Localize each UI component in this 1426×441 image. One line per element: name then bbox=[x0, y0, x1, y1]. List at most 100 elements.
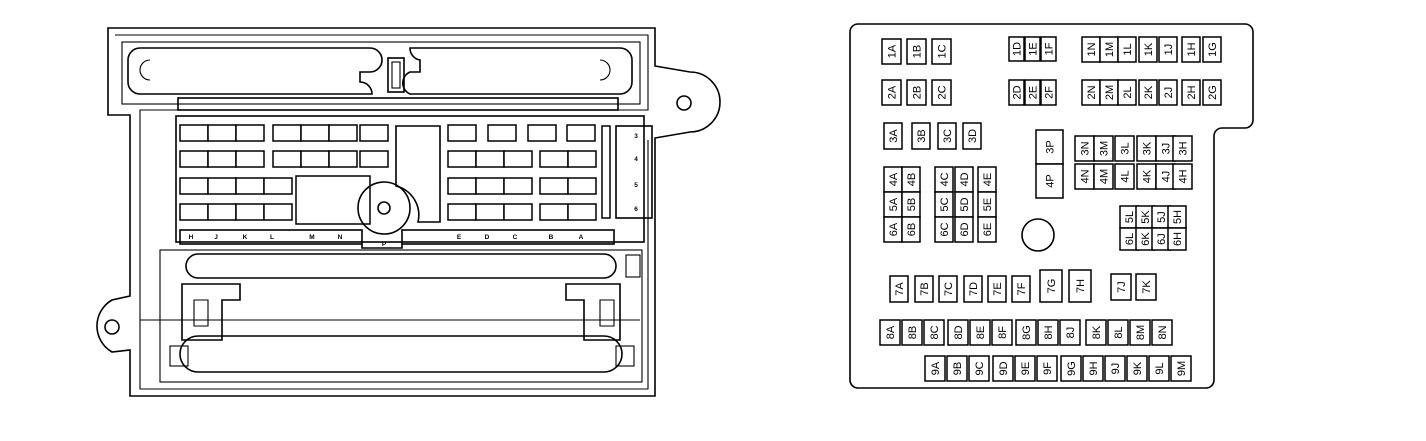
fuse-2d: 2D bbox=[1008, 79, 1025, 106]
fuse-label: 4L bbox=[1120, 170, 1132, 182]
fuse-4c: 4C bbox=[934, 166, 954, 193]
fuse-3d: 3D bbox=[962, 122, 982, 150]
fuse-6b: 6B bbox=[901, 216, 921, 243]
mount-hole-left bbox=[104, 319, 120, 335]
fuse-box bbox=[879, 319, 901, 346]
fuse-label: 7K bbox=[1141, 280, 1153, 294]
fuse-label: 7B bbox=[919, 282, 931, 295]
fuse-9c: 9C bbox=[968, 355, 990, 382]
fuse-2j: 2J bbox=[1158, 79, 1178, 106]
row-letter: L bbox=[270, 234, 274, 241]
fuse-box bbox=[906, 79, 927, 106]
fuse-box bbox=[1085, 319, 1107, 346]
fuse-label: 7E bbox=[992, 282, 1004, 295]
fuse-label: 5H bbox=[1172, 210, 1184, 224]
fuse-label: 7H bbox=[1075, 279, 1087, 293]
fuse-box bbox=[1117, 79, 1137, 106]
column-number: 5 bbox=[634, 182, 638, 189]
fuse-label: 3N bbox=[1080, 141, 1092, 155]
fuse-3m: 3M bbox=[1093, 135, 1114, 162]
fuse-label: 1H bbox=[1186, 42, 1198, 56]
fuse-label: 5L bbox=[1124, 211, 1136, 223]
fuse-label: 2C bbox=[937, 85, 949, 99]
fuse-label: 4C bbox=[939, 172, 951, 186]
panel-mount-hole bbox=[1021, 218, 1055, 252]
cavity-grid-right bbox=[447, 124, 653, 221]
fuse-label: 1J bbox=[1163, 44, 1175, 56]
fuse-label: 8H bbox=[1043, 325, 1055, 339]
fuse-box bbox=[923, 319, 945, 346]
fuse-box bbox=[1093, 135, 1114, 162]
fuse-8l: 8L bbox=[1107, 319, 1129, 346]
fuse-4m: 4M bbox=[1093, 163, 1114, 190]
fuse-box bbox=[962, 122, 982, 150]
fuse-label: 7C bbox=[943, 282, 955, 296]
fuse-box bbox=[1082, 355, 1104, 382]
fuse-label: 9D bbox=[998, 361, 1010, 375]
fuse-label: 4D bbox=[959, 172, 971, 186]
fuse-7e: 7E bbox=[987, 275, 1007, 303]
fuse-label: 6C bbox=[939, 222, 951, 236]
fuse-7h: 7H bbox=[1068, 269, 1092, 303]
fuse-box bbox=[946, 355, 968, 382]
fuse-label: 3K bbox=[1142, 141, 1154, 155]
fuse-label: 1F bbox=[1044, 42, 1056, 55]
fuse-box bbox=[1104, 355, 1126, 382]
fuse-1j: 1J bbox=[1158, 36, 1178, 63]
fuse-5c: 5C bbox=[934, 191, 954, 218]
fuse-4j: 4J bbox=[1155, 163, 1176, 190]
fuse-label: 9K bbox=[1132, 361, 1144, 375]
fuse-2b: 2B bbox=[906, 79, 927, 106]
fuse-label: 9L bbox=[1154, 362, 1166, 374]
fuse-9b: 9B bbox=[946, 355, 968, 382]
fuse-box bbox=[1181, 36, 1201, 63]
fuse-4n: 4N bbox=[1074, 163, 1095, 190]
fuse-1h: 1H bbox=[1181, 36, 1201, 63]
fuse-label: 1K bbox=[1143, 42, 1155, 56]
center-stud bbox=[357, 181, 411, 235]
fuse-2l: 2L bbox=[1117, 79, 1137, 106]
fuse-box bbox=[1040, 36, 1057, 62]
fuse-label: 2L bbox=[1122, 86, 1134, 98]
fuse-label: 2M bbox=[1104, 85, 1116, 100]
fuse-label: 5J bbox=[1156, 211, 1168, 223]
fuse-label: 5B bbox=[906, 198, 918, 211]
fuse-label: 5E bbox=[982, 198, 994, 211]
fuse-box bbox=[924, 355, 946, 382]
row-letter: C bbox=[513, 234, 518, 241]
fuse-1k: 1K bbox=[1138, 36, 1158, 63]
column-number: 4 bbox=[634, 156, 638, 163]
fuse-box bbox=[1158, 36, 1178, 63]
fuse-4d: 4D bbox=[954, 166, 974, 193]
fuse-label: 3D bbox=[967, 129, 979, 143]
fuse-8d: 8D bbox=[947, 319, 969, 346]
fuse-box bbox=[1158, 79, 1178, 106]
fuse-box bbox=[883, 122, 903, 150]
fuse-1g: 1G bbox=[1202, 36, 1222, 63]
fuse-label: 6J bbox=[1156, 233, 1168, 245]
fuse-2m: 2M bbox=[1099, 79, 1119, 106]
fuse-label: 7D bbox=[968, 282, 980, 296]
row-letter: J bbox=[214, 234, 218, 241]
fuse-5d: 5D bbox=[954, 191, 974, 218]
fuse-9m: 9M bbox=[1170, 355, 1192, 382]
fuse-6a: 6A bbox=[883, 216, 903, 243]
fuse-box bbox=[1024, 36, 1041, 62]
fuse-box bbox=[1167, 227, 1187, 251]
fuse-6c: 6C bbox=[934, 216, 954, 243]
fuse-box bbox=[1024, 79, 1041, 106]
fuse-label: 3M bbox=[1099, 141, 1111, 156]
fuse-label: 8N bbox=[1157, 325, 1169, 339]
fuse-8m: 8M bbox=[1129, 319, 1151, 346]
fuse-8a: 8A bbox=[879, 319, 901, 346]
fuse-label: 6H bbox=[1172, 232, 1184, 246]
fuse-1a: 1A bbox=[881, 38, 902, 65]
fuse-label: 9C bbox=[974, 361, 986, 375]
fuse-label: 2A bbox=[887, 85, 899, 99]
fuse-2a: 2A bbox=[881, 79, 902, 106]
fuse-label: 8L bbox=[1113, 326, 1125, 338]
fuse-6h: 6H bbox=[1167, 227, 1187, 251]
fuse-box bbox=[889, 275, 909, 303]
fuse-label: 3A bbox=[888, 129, 900, 143]
